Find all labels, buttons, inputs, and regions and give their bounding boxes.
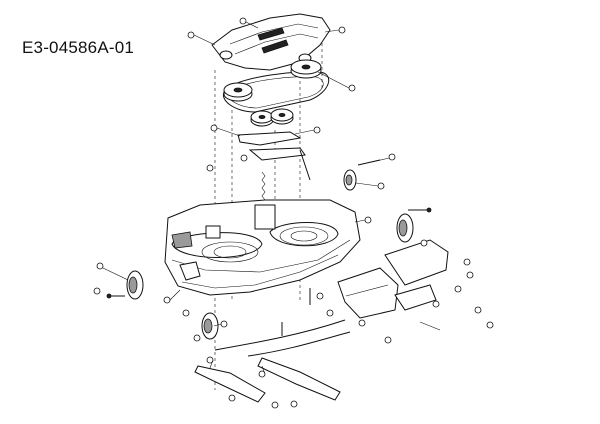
callout-bubbles (93, 17, 494, 409)
baffle-rods (214, 319, 441, 357)
mower-deck (164, 199, 361, 296)
drive-belt (222, 71, 330, 113)
mower-blade-right (257, 357, 341, 401)
tension-spring (261, 171, 266, 201)
idler-arm (237, 131, 311, 181)
idler-pulley (223, 82, 253, 102)
spindle-pulleys-center (250, 108, 294, 127)
gauge-wheel-rear (343, 169, 357, 191)
gauge-wheel-front (201, 312, 219, 340)
gauge-wheel-right (396, 213, 414, 243)
leader-lines (102, 21, 390, 375)
spindle-pulley-right (290, 59, 322, 79)
hardware-bolts (106, 159, 432, 336)
mower-blade-left (194, 365, 266, 403)
deflector-shield (384, 239, 449, 311)
discharge-chute (337, 267, 399, 319)
gauge-wheel-left (126, 270, 144, 300)
diagram-code: E3-04586A-01 (22, 38, 135, 57)
belt-cover (211, 13, 331, 71)
